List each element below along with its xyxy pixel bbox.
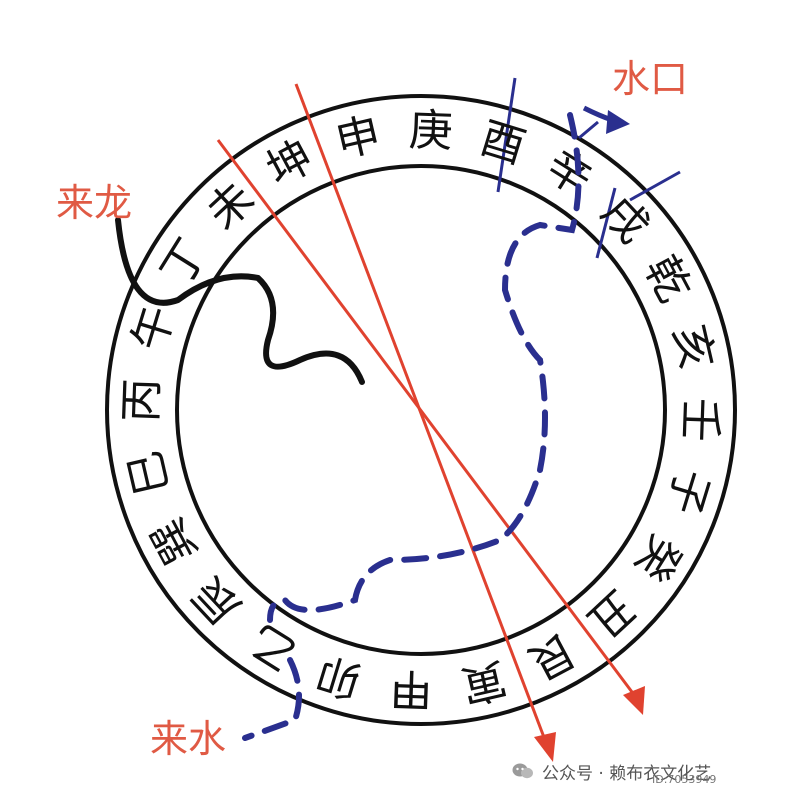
ring-character: 乾 <box>634 248 700 311</box>
dragon-label: 来龙 <box>56 181 132 225</box>
arrowhead <box>606 110 630 134</box>
water-in-label: 来水 <box>150 717 226 761</box>
axis-lines <box>216 83 645 762</box>
watermark: 公众号 · 赖布衣文化艺 ID:7053949 <box>512 757 716 786</box>
ring-character: 辛 <box>537 140 601 207</box>
arrowhead <box>623 686 645 715</box>
ring-character: 寅 <box>457 652 511 712</box>
ring-character: 亥 <box>663 320 723 374</box>
dragon-line <box>115 217 365 385</box>
ring-character: 申 <box>331 108 385 168</box>
ring-character: 酉 <box>474 112 531 174</box>
divider-tick <box>496 77 517 193</box>
ring-character: 艮 <box>521 623 584 689</box>
watermark-id: ID:7053949 <box>652 773 717 786</box>
arrowhead <box>534 732 556 762</box>
ring-character: 巽 <box>142 510 208 573</box>
divider-tick <box>578 120 599 140</box>
water-path <box>267 112 582 623</box>
divider-tick <box>629 170 681 202</box>
inner-ring <box>175 164 667 656</box>
ring-character: 癸 <box>624 526 691 590</box>
ring-character: 坤 <box>259 131 322 197</box>
wechat-icon <box>512 763 533 779</box>
outer-ring <box>105 94 737 726</box>
ring-character: 壬 <box>674 397 727 443</box>
ring-character: 巳 <box>119 446 179 500</box>
ring-character: 卯 <box>311 646 368 708</box>
divider-tick <box>595 187 617 259</box>
ring-character: 午 <box>123 300 185 357</box>
watermark-text: 公众号 · 赖布衣文化艺 <box>542 763 712 784</box>
axis-line <box>216 139 637 697</box>
water-out-label: 水口 <box>612 57 688 101</box>
ring-character: 庚 <box>408 105 454 158</box>
water-path-tail <box>242 657 302 741</box>
ring-character: 甲 <box>388 663 434 716</box>
ring-character: 子 <box>657 463 719 520</box>
ring-character: 丙 <box>116 377 169 423</box>
